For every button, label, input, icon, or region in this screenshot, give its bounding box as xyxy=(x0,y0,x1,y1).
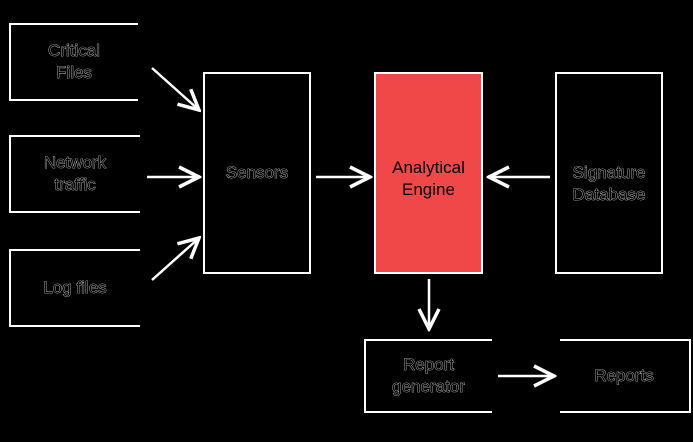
label-log-files: Log files xyxy=(43,278,107,298)
label-sensors: Sensors xyxy=(225,163,289,183)
box-network-traffic xyxy=(9,135,140,213)
box-sensors xyxy=(203,72,311,274)
box-analytical-engine xyxy=(374,72,483,274)
arrow-critical-files-to-sensors xyxy=(151,67,199,110)
label-reports: Reports xyxy=(594,366,654,386)
box-log-files xyxy=(9,249,140,327)
label-analytical-engine: Analytical Engine xyxy=(392,158,465,199)
label-critical-files: Critical Files xyxy=(48,41,101,83)
label-signature-database: Signature Database xyxy=(572,163,646,205)
box-report-generator xyxy=(364,339,492,413)
label-network-traffic: Network traffic xyxy=(43,153,107,195)
arrow-log-files-to-sensors xyxy=(151,238,199,281)
label-report-generator: Report generator xyxy=(392,355,465,397)
box-critical-files xyxy=(9,23,138,101)
box-signature-database xyxy=(555,72,663,274)
box-reports xyxy=(560,339,691,413)
